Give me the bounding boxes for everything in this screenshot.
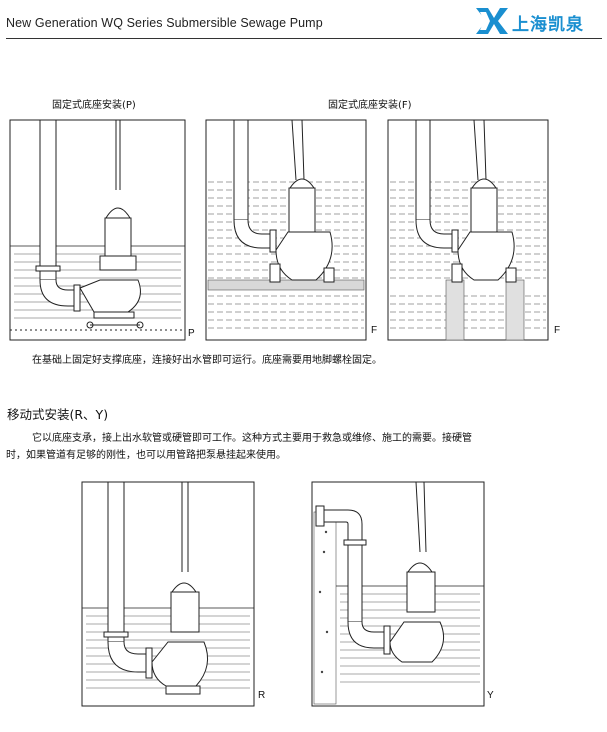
diagram-fixed-f-left	[205, 119, 367, 341]
fig-label-f1: F	[371, 325, 378, 336]
page-header-title: New Generation WQ Series Submersible Sew…	[6, 16, 323, 30]
diagram-mobile-r	[81, 481, 255, 707]
section-title-mobile: 移动式安装(R、Y)	[7, 407, 109, 422]
fig-label-r: R	[258, 690, 266, 701]
diagram-fixed-f-right	[387, 119, 549, 341]
diagram-mobile-y	[311, 481, 485, 707]
caption-fixed-p: 固定式底座安装(P)	[52, 100, 136, 111]
mobile-paragraph-line1: 它以底座支承，接上出水软管或硬管即可工作。这种方式主要用于救急或维修、施工的需要…	[32, 433, 472, 444]
fig-label-p: P	[188, 328, 195, 339]
header-rule	[6, 38, 602, 39]
diagram-fixed-p	[9, 119, 186, 341]
fig-label-f2: F	[554, 325, 561, 336]
brand-logo-icon	[476, 8, 508, 34]
mobile-paragraph-line2: 时，如果管道有足够的刚性，也可以用管路把泵悬挂起来使用。	[6, 450, 286, 461]
brand-name: 上海凯泉	[512, 15, 584, 35]
fixed-installation-note: 在基础上固定好支撑底座，连接好出水管即可运行。底座需要用地脚螺栓固定。	[32, 355, 382, 366]
fig-label-y: Y	[487, 690, 494, 701]
caption-fixed-f: 固定式底座安装(F)	[328, 100, 412, 111]
